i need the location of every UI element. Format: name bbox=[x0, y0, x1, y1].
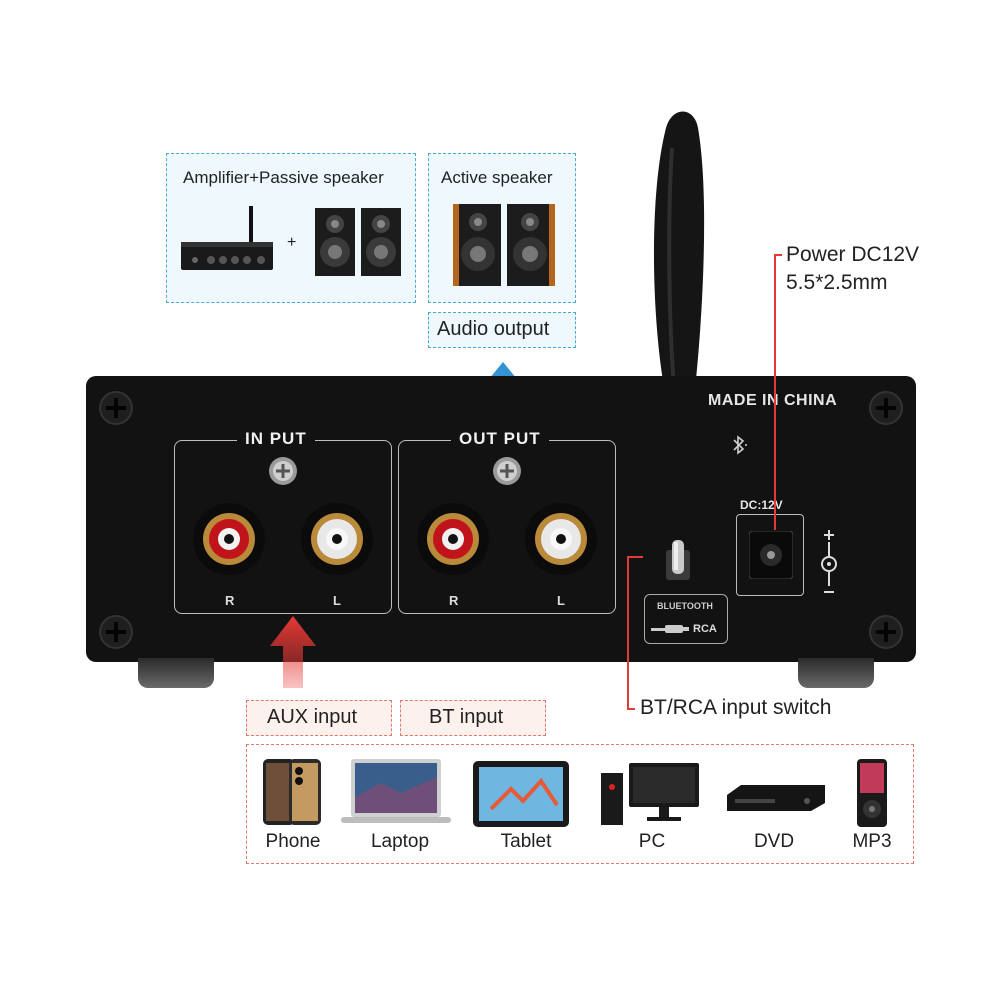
rca-jack-red-icon bbox=[415, 501, 491, 577]
source-label-tablet: Tablet bbox=[500, 831, 552, 852]
corner-screw-icon bbox=[98, 614, 134, 650]
plus-sign: + bbox=[287, 234, 297, 251]
input-panel: IN PUT R L bbox=[174, 429, 392, 614]
made-in-label: MADE IN CHINA bbox=[708, 392, 838, 409]
rca-plug-icon bbox=[651, 623, 691, 635]
passive-speaker-box: Amplifier+Passive speaker + bbox=[166, 153, 416, 303]
input-panel-title: IN PUT bbox=[237, 429, 315, 449]
switch-rca-text: RCA bbox=[693, 623, 717, 635]
pc-icon bbox=[601, 759, 701, 829]
power-callout-line2: 5.5*2.5mm bbox=[786, 271, 888, 294]
switch-callout-tick-top bbox=[627, 556, 643, 558]
active-speakers-icon bbox=[451, 202, 555, 290]
input-arrow-icon bbox=[270, 616, 316, 688]
dc-power-jack[interactable] bbox=[736, 514, 804, 596]
audio-output-label-box: Audio output bbox=[428, 312, 576, 348]
dc-jack-hole-icon bbox=[749, 531, 793, 579]
bt-input-box: BT input bbox=[400, 700, 546, 736]
corner-screw-icon bbox=[98, 390, 134, 426]
rca-jack-white-icon bbox=[299, 501, 375, 577]
bt-rca-toggle-switch[interactable] bbox=[664, 540, 692, 588]
mp3-icon bbox=[855, 757, 889, 829]
device-foot bbox=[138, 658, 214, 688]
polarity-icon bbox=[818, 526, 840, 598]
source-label-phone: Phone bbox=[265, 831, 321, 852]
phone-icon bbox=[261, 757, 323, 829]
panel-screw-icon bbox=[491, 455, 523, 487]
source-label-pc: PC bbox=[638, 831, 666, 852]
amplifier-icon bbox=[181, 206, 277, 276]
switch-callout-tick-bottom bbox=[627, 708, 635, 710]
corner-screw-icon bbox=[868, 614, 904, 650]
input-r-label: R bbox=[225, 593, 235, 608]
device-foot bbox=[798, 658, 874, 688]
bluetooth-icon bbox=[728, 434, 750, 456]
power-callout-line bbox=[774, 254, 776, 530]
rca-jack-red-icon bbox=[191, 501, 267, 577]
switch-callout-line bbox=[627, 556, 629, 709]
rca-jack-white-icon bbox=[523, 501, 599, 577]
input-l-label: L bbox=[333, 593, 341, 608]
output-l-label: L bbox=[557, 593, 565, 608]
aux-input-box: AUX input bbox=[246, 700, 392, 736]
output-panel-title: OUT PUT bbox=[451, 429, 549, 449]
active-speaker-title: Active speaker bbox=[441, 168, 553, 187]
passive-speaker-title: Amplifier+Passive speaker bbox=[183, 168, 384, 187]
power-callout-line1: Power DC12V bbox=[786, 243, 920, 266]
source-devices-box: Phone Laptop Tablet PC DVD bbox=[246, 744, 914, 864]
source-label-mp3: MP3 bbox=[852, 831, 892, 852]
bt-input-label: BT input bbox=[429, 706, 504, 728]
output-panel: OUT PUT R L bbox=[398, 429, 616, 614]
source-label-laptop: Laptop bbox=[370, 831, 430, 852]
laptop-icon bbox=[341, 757, 451, 829]
panel-screw-icon bbox=[267, 455, 299, 487]
output-r-label: R bbox=[449, 593, 459, 608]
aux-input-label: AUX input bbox=[267, 706, 358, 728]
corner-screw-icon bbox=[868, 390, 904, 426]
active-speaker-box: Active speaker bbox=[428, 153, 576, 303]
switch-label-badge: BLUETOOTH BLUETOOTH RCA bbox=[644, 594, 728, 644]
dc-label: DC:12V bbox=[740, 498, 783, 512]
tablet-icon bbox=[471, 759, 571, 829]
dvd-icon bbox=[727, 781, 827, 815]
passive-speakers-icon bbox=[313, 206, 405, 280]
power-callout-tick bbox=[774, 254, 782, 256]
switch-bluetooth-label: BLUETOOTH bbox=[657, 601, 713, 611]
switch-callout-label: BT/RCA input switch bbox=[640, 696, 832, 719]
source-label-dvd: DVD bbox=[753, 831, 795, 852]
device-back-panel: MADE IN CHINA IN PUT R L OUT PUT R L bbox=[86, 376, 916, 662]
audio-output-label: Audio output bbox=[437, 318, 550, 340]
